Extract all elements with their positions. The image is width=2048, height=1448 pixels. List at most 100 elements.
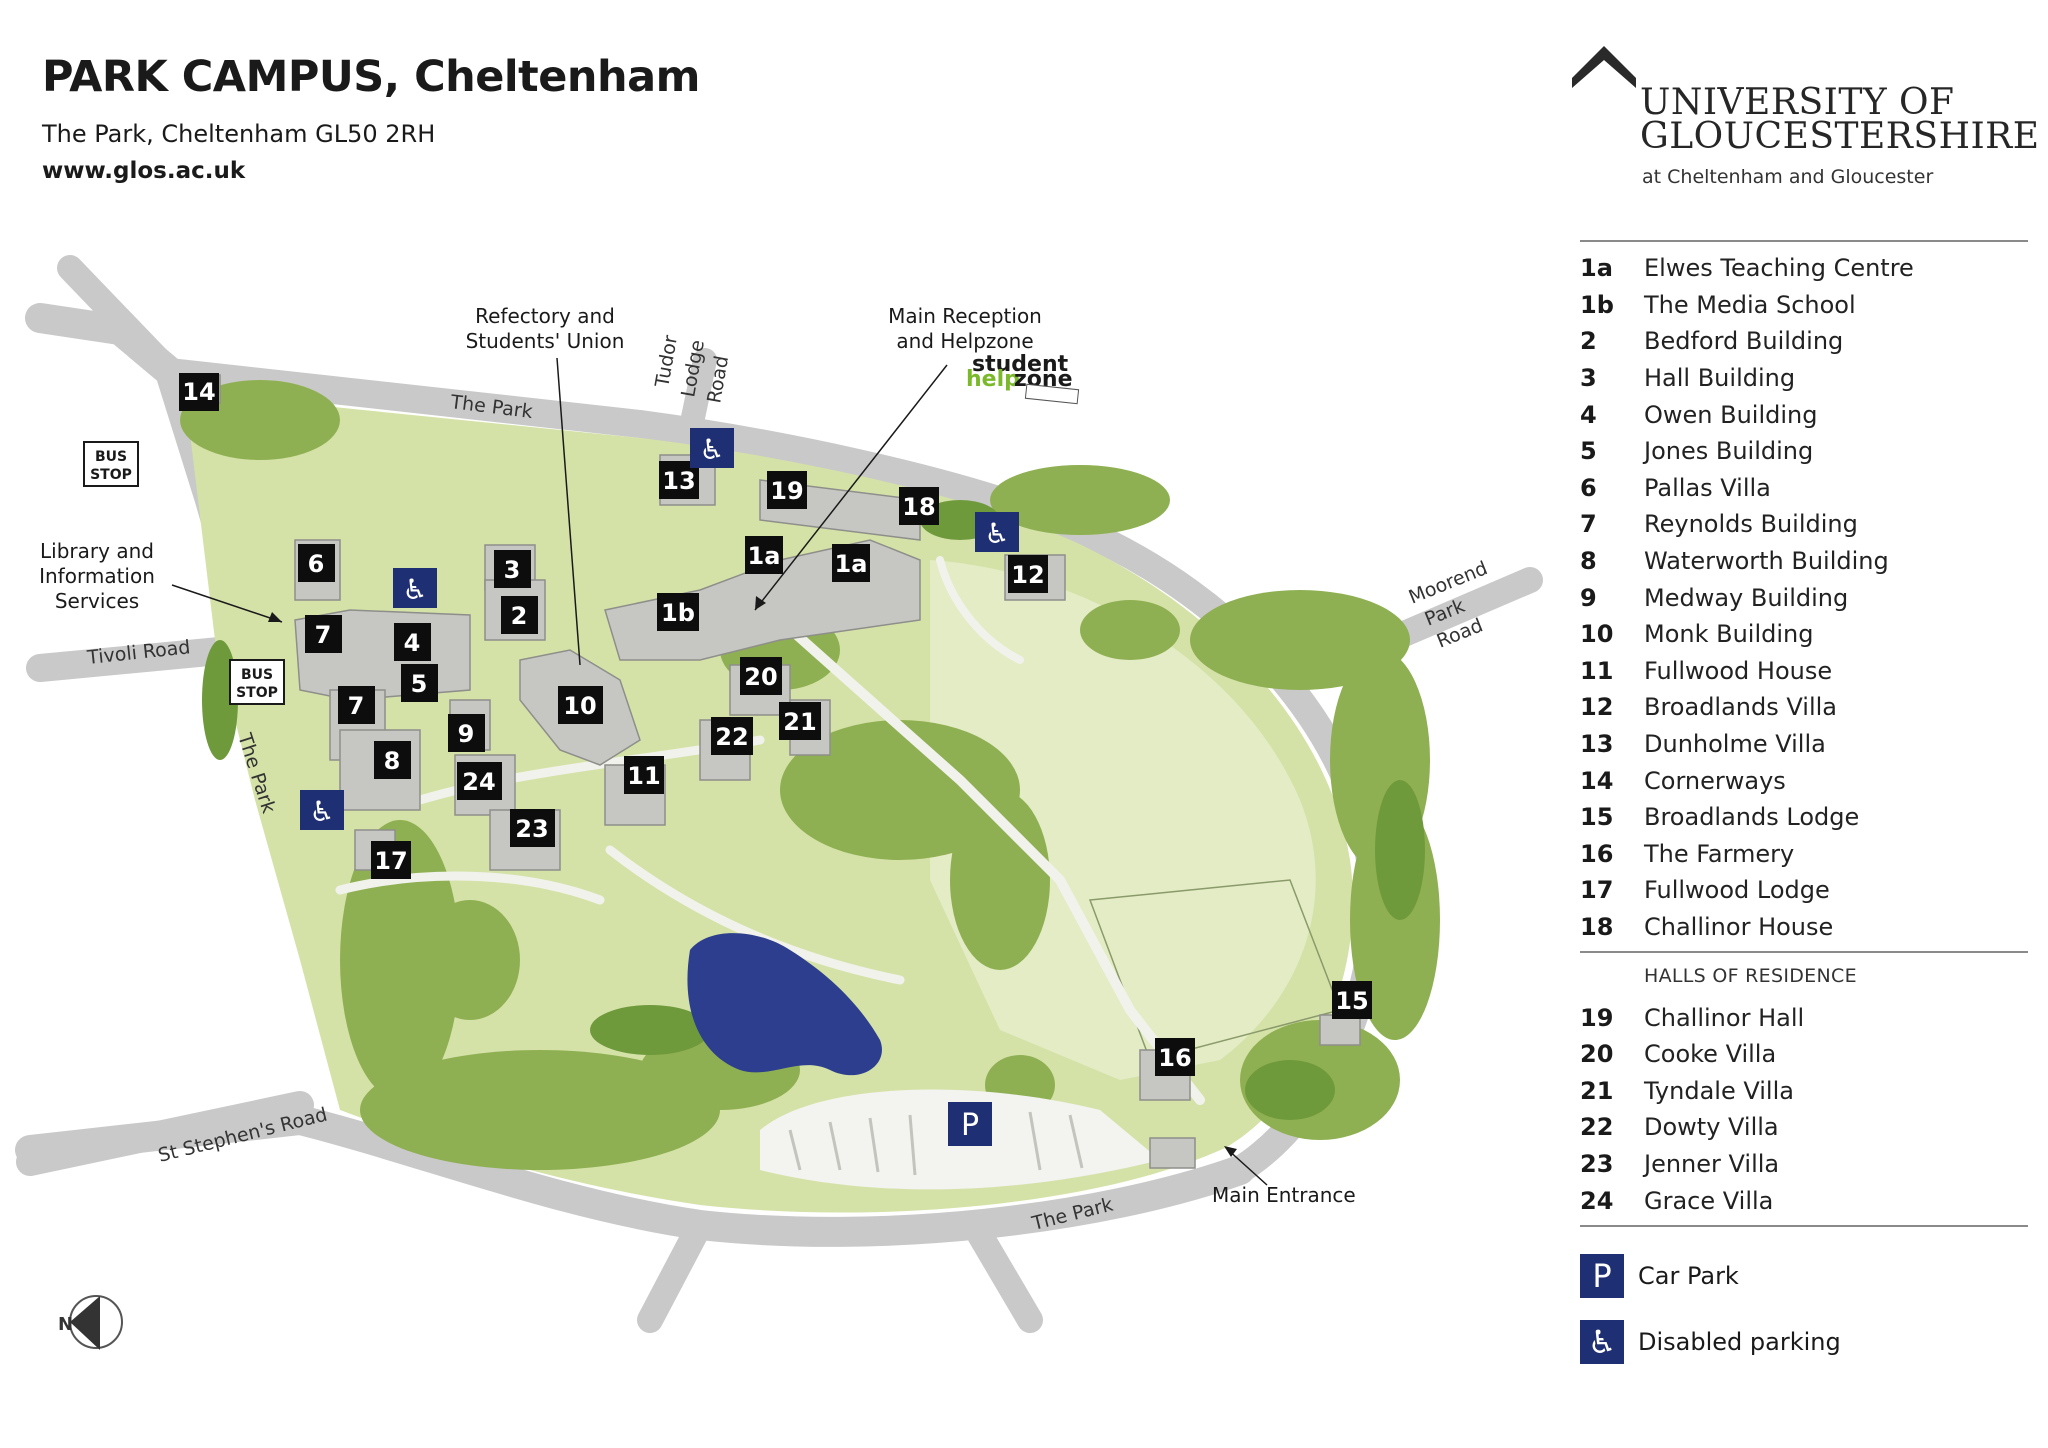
svg-text:♿: ♿ xyxy=(699,433,724,466)
road-tivoli xyxy=(26,636,244,682)
svg-text:14: 14 xyxy=(182,378,215,406)
building-badge[interactable]: 8 xyxy=(374,741,411,779)
page-title: PARK CAMPUS, Cheltenham xyxy=(42,52,700,102)
website-link[interactable]: www.glos.ac.uk xyxy=(42,158,246,184)
building-badge[interactable]: 9 xyxy=(448,714,485,752)
legend-divider xyxy=(1580,1224,2028,1227)
svg-text:STOP: STOP xyxy=(236,685,278,701)
chevron-logo-icon xyxy=(1572,46,1636,88)
building-badge[interactable]: 24 xyxy=(457,762,502,800)
bus-stop-sign: BUS STOP xyxy=(229,659,285,705)
road-st-stephens xyxy=(16,1091,314,1176)
campus-map[interactable]: 14 6 7 7 4 5 8 9 24 23 17 3 2 10 11 1b 1… xyxy=(0,0,1560,1448)
svg-text:18: 18 xyxy=(902,493,935,521)
building-badge[interactable]: 17 xyxy=(371,841,411,879)
disabled-parking-markers: ♿ ♿ ♿ ♿ xyxy=(300,428,1019,830)
svg-text:7: 7 xyxy=(315,621,332,649)
svg-text:5: 5 xyxy=(411,670,428,698)
svg-text:help: help xyxy=(966,367,1020,392)
road-south-spur-1 xyxy=(637,1212,713,1333)
wheelchair-icon: ♿ xyxy=(1580,1319,1624,1364)
svg-text:23: 23 xyxy=(515,815,548,843)
building-badge[interactable]: 19 xyxy=(767,471,807,509)
building-badge[interactable]: 2 xyxy=(501,596,538,634)
building-badge[interactable]: 14 xyxy=(179,373,219,411)
svg-text:3: 3 xyxy=(504,556,521,584)
svg-text:24: 24 xyxy=(462,768,495,796)
symbol-key: P Car Park ♿ Disabled parking xyxy=(1580,1251,2028,1367)
building-badge[interactable]: 11 xyxy=(624,756,664,794)
car-park-label: Car Park xyxy=(1638,1261,1739,1290)
svg-text:22: 22 xyxy=(715,723,748,751)
car-park-key: P Car Park xyxy=(1580,1251,2028,1301)
svg-text:2: 2 xyxy=(511,602,528,630)
building-badge[interactable]: 4 xyxy=(394,623,431,661)
road-top-spur xyxy=(57,255,183,385)
svg-text:BUS: BUS xyxy=(95,449,127,465)
svg-text:Main Reception: Main Reception xyxy=(888,304,1042,328)
building-badge[interactable]: 18 xyxy=(899,487,939,525)
building-badge[interactable]: 23 xyxy=(510,809,555,847)
svg-text:Services: Services xyxy=(55,589,139,613)
svg-text:STOP: STOP xyxy=(90,467,132,483)
road-moorend-park xyxy=(1377,567,1543,653)
building-badge[interactable]: 3 xyxy=(494,550,531,588)
halls-heading: HALLS OF RESIDENCE xyxy=(1644,965,1857,988)
building-badge[interactable]: 1a xyxy=(832,544,870,582)
building-badge[interactable]: 1a xyxy=(745,536,783,574)
bus-stop-sign: BUS STOP xyxy=(83,441,139,487)
svg-text:7: 7 xyxy=(348,692,365,720)
svg-text:17: 17 xyxy=(374,847,407,875)
legend-divider xyxy=(1580,951,2028,954)
helpzone-logo: student help zone xyxy=(966,352,1080,405)
north-arrow-icon: N xyxy=(58,1295,123,1350)
building-badge[interactable]: 10 xyxy=(558,686,603,724)
main-entrance-callout: Main Entrance xyxy=(1212,1146,1356,1207)
building-badge[interactable]: 16 xyxy=(1155,1038,1195,1076)
library-callout: Library and Information Services xyxy=(39,539,283,623)
reception-callout: Main Reception and Helpzone xyxy=(754,304,1042,611)
svg-text:1a: 1a xyxy=(748,542,781,570)
building-badge[interactable]: 20 xyxy=(740,657,782,695)
building-badge[interactable]: 7 xyxy=(338,686,375,724)
building-badge[interactable]: 6 xyxy=(298,544,335,582)
lake xyxy=(687,933,882,1076)
logo-name-line2: GLOUCESTERSHIRE xyxy=(1640,116,2040,157)
building-badge[interactable]: 1b xyxy=(657,593,699,631)
svg-text:student: student xyxy=(972,352,1069,377)
svg-text:Tudor: Tudor xyxy=(651,333,682,389)
building-badge[interactable]: 15 xyxy=(1332,981,1372,1019)
building-badge[interactable]: 7 xyxy=(305,615,342,653)
building-markers[interactable]: 14 6 7 7 4 5 8 9 24 23 17 3 2 10 11 1b 1… xyxy=(179,373,1372,1076)
svg-text:13: 13 xyxy=(662,467,695,495)
building-badge[interactable]: 22 xyxy=(711,717,753,755)
wheelchair-icon: ♿ xyxy=(690,428,734,468)
wheelchair-icon: ♿ xyxy=(393,568,437,608)
building-badge[interactable]: 21 xyxy=(779,702,821,740)
building-badge[interactable]: 5 xyxy=(401,664,438,702)
svg-text:8: 8 xyxy=(384,747,401,775)
building-badge[interactable]: 12 xyxy=(1008,555,1048,593)
svg-text:19: 19 xyxy=(770,477,803,505)
